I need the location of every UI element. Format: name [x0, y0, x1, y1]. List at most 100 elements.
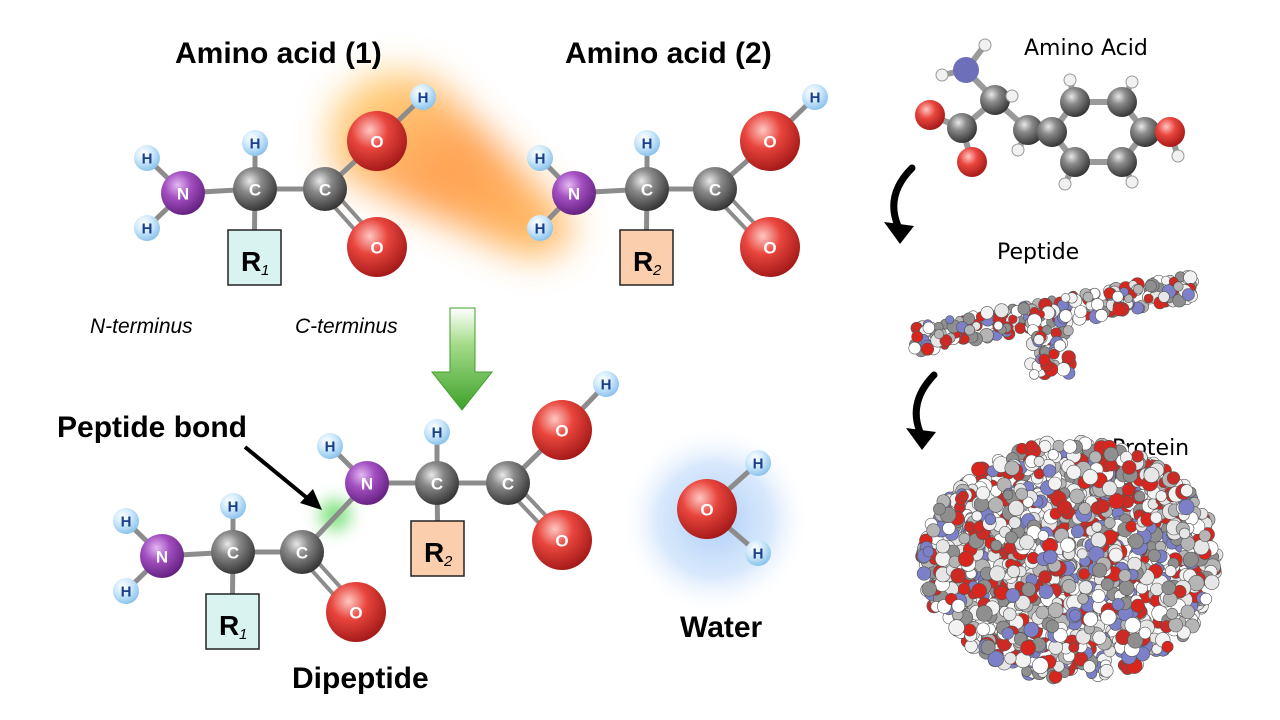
nitrogen-atom: N	[140, 534, 184, 578]
c-terminus-label: C-terminus	[295, 315, 398, 338]
svg-text:H: H	[142, 221, 153, 238]
svg-text:O: O	[555, 532, 568, 551]
amino-acid-ball-and-stick-image	[915, 38, 1185, 191]
svg-text:R: R	[633, 246, 653, 277]
svg-text:H: H	[418, 90, 429, 107]
svg-text:H: H	[753, 546, 764, 563]
svg-text:O: O	[370, 239, 383, 258]
oxygen-atom: O	[532, 400, 592, 460]
svg-text:C: C	[296, 544, 308, 563]
carbon-atom: C	[233, 167, 277, 211]
oxygen-atom: O	[740, 217, 800, 277]
svg-text:C: C	[502, 475, 514, 494]
svg-text:H: H	[601, 377, 612, 394]
svg-text:H: H	[228, 499, 239, 516]
svg-text:O: O	[370, 133, 383, 152]
oxygen-atom: O	[677, 479, 737, 539]
svg-text:O: O	[763, 239, 776, 258]
hydrogen-atom: H	[220, 493, 246, 519]
hydrogen-atom: H	[527, 215, 553, 241]
hydrogen-atom: H	[134, 215, 160, 241]
amino-acid-2-title: Amino acid (2)	[565, 37, 772, 70]
svg-text:1: 1	[261, 262, 269, 279]
hydrogen-atom: H	[634, 130, 660, 156]
peptide-space-fill-image	[908, 270, 1199, 380]
svg-text:H: H	[642, 136, 653, 153]
nitrogen-atom: N	[345, 461, 389, 505]
oxygen-atom: O	[532, 510, 592, 570]
svg-text:H: H	[535, 151, 546, 168]
hydrogen-atom: H	[134, 145, 160, 171]
peptide-bond-pointer-arrow	[243, 445, 322, 510]
svg-text:C: C	[431, 475, 443, 494]
hydrogen-atom: H	[527, 145, 553, 171]
svg-text:H: H	[121, 584, 132, 601]
side-amino-acid-label: Amino Acid	[1024, 36, 1148, 61]
svg-text:O: O	[349, 604, 362, 623]
peptide-bond-label: Peptide bond	[57, 411, 247, 444]
svg-text:C: C	[641, 181, 653, 200]
oxygen-atom: O	[740, 111, 800, 171]
atom-layer: H H N C H C O O H H H N C H C O O H H H N C H C O N H C H C O O H O H H	[113, 84, 828, 642]
svg-text:O: O	[555, 422, 568, 441]
svg-text:N: N	[568, 185, 580, 204]
carbon-atom: C	[693, 167, 737, 211]
carbon-atom: C	[625, 167, 669, 211]
svg-text:C: C	[709, 181, 721, 200]
carbon-atom: C	[415, 461, 459, 505]
svg-text:2: 2	[443, 553, 453, 570]
svg-text:R: R	[241, 246, 261, 277]
svg-text:N: N	[156, 548, 168, 567]
curved-arrow-icon	[884, 164, 916, 244]
svg-text:R: R	[424, 537, 444, 568]
protein-space-fill-image	[915, 434, 1224, 685]
svg-text:H: H	[121, 514, 132, 531]
side-peptide-label: Peptide	[997, 240, 1079, 265]
carbon-atom: C	[486, 461, 530, 505]
hydrogen-atom: H	[802, 84, 828, 110]
svg-text:H: H	[535, 221, 546, 238]
hydrogen-atom: H	[242, 130, 268, 156]
hydrogen-atom: H	[745, 540, 771, 566]
hydrogen-atom: H	[317, 433, 343, 459]
svg-text:H: H	[325, 439, 336, 456]
carbon-atom: C	[211, 530, 255, 574]
svg-text:H: H	[432, 425, 443, 442]
svg-text:N: N	[177, 185, 189, 204]
amino-acid-1-title: Amino acid (1)	[175, 37, 382, 70]
svg-text:C: C	[319, 181, 331, 200]
svg-text:C: C	[249, 181, 261, 200]
curved-arrow-icon	[906, 371, 938, 450]
svg-text:N: N	[361, 475, 373, 494]
svg-text:O: O	[763, 133, 776, 152]
svg-text:2: 2	[652, 262, 662, 279]
svg-text:H: H	[810, 90, 821, 107]
oxygen-atom: O	[326, 582, 386, 642]
svg-text:1: 1	[239, 626, 247, 643]
carbon-atom: C	[303, 167, 347, 211]
nitrogen-atom: N	[552, 171, 596, 215]
svg-text:C: C	[227, 544, 239, 563]
hydrogen-atom: H	[593, 371, 619, 397]
svg-text:H: H	[250, 136, 261, 153]
hydrogen-atom: H	[113, 578, 139, 604]
svg-text:O: O	[700, 501, 713, 520]
oxygen-atom: O	[347, 217, 407, 277]
hydrogen-atom: H	[113, 508, 139, 534]
dipeptide-label: Dipeptide	[292, 662, 429, 695]
svg-text:H: H	[753, 456, 764, 473]
carbon-atom: C	[280, 530, 324, 574]
svg-text:H: H	[142, 151, 153, 168]
hydrogen-atom: H	[745, 450, 771, 476]
hydrogen-atom: H	[410, 84, 436, 110]
water-label: Water	[680, 611, 763, 644]
down-arrow-icon	[430, 307, 494, 411]
nitrogen-atom: N	[161, 171, 205, 215]
n-terminus-label: N-terminus	[90, 315, 193, 338]
oxygen-atom: O	[347, 111, 407, 171]
